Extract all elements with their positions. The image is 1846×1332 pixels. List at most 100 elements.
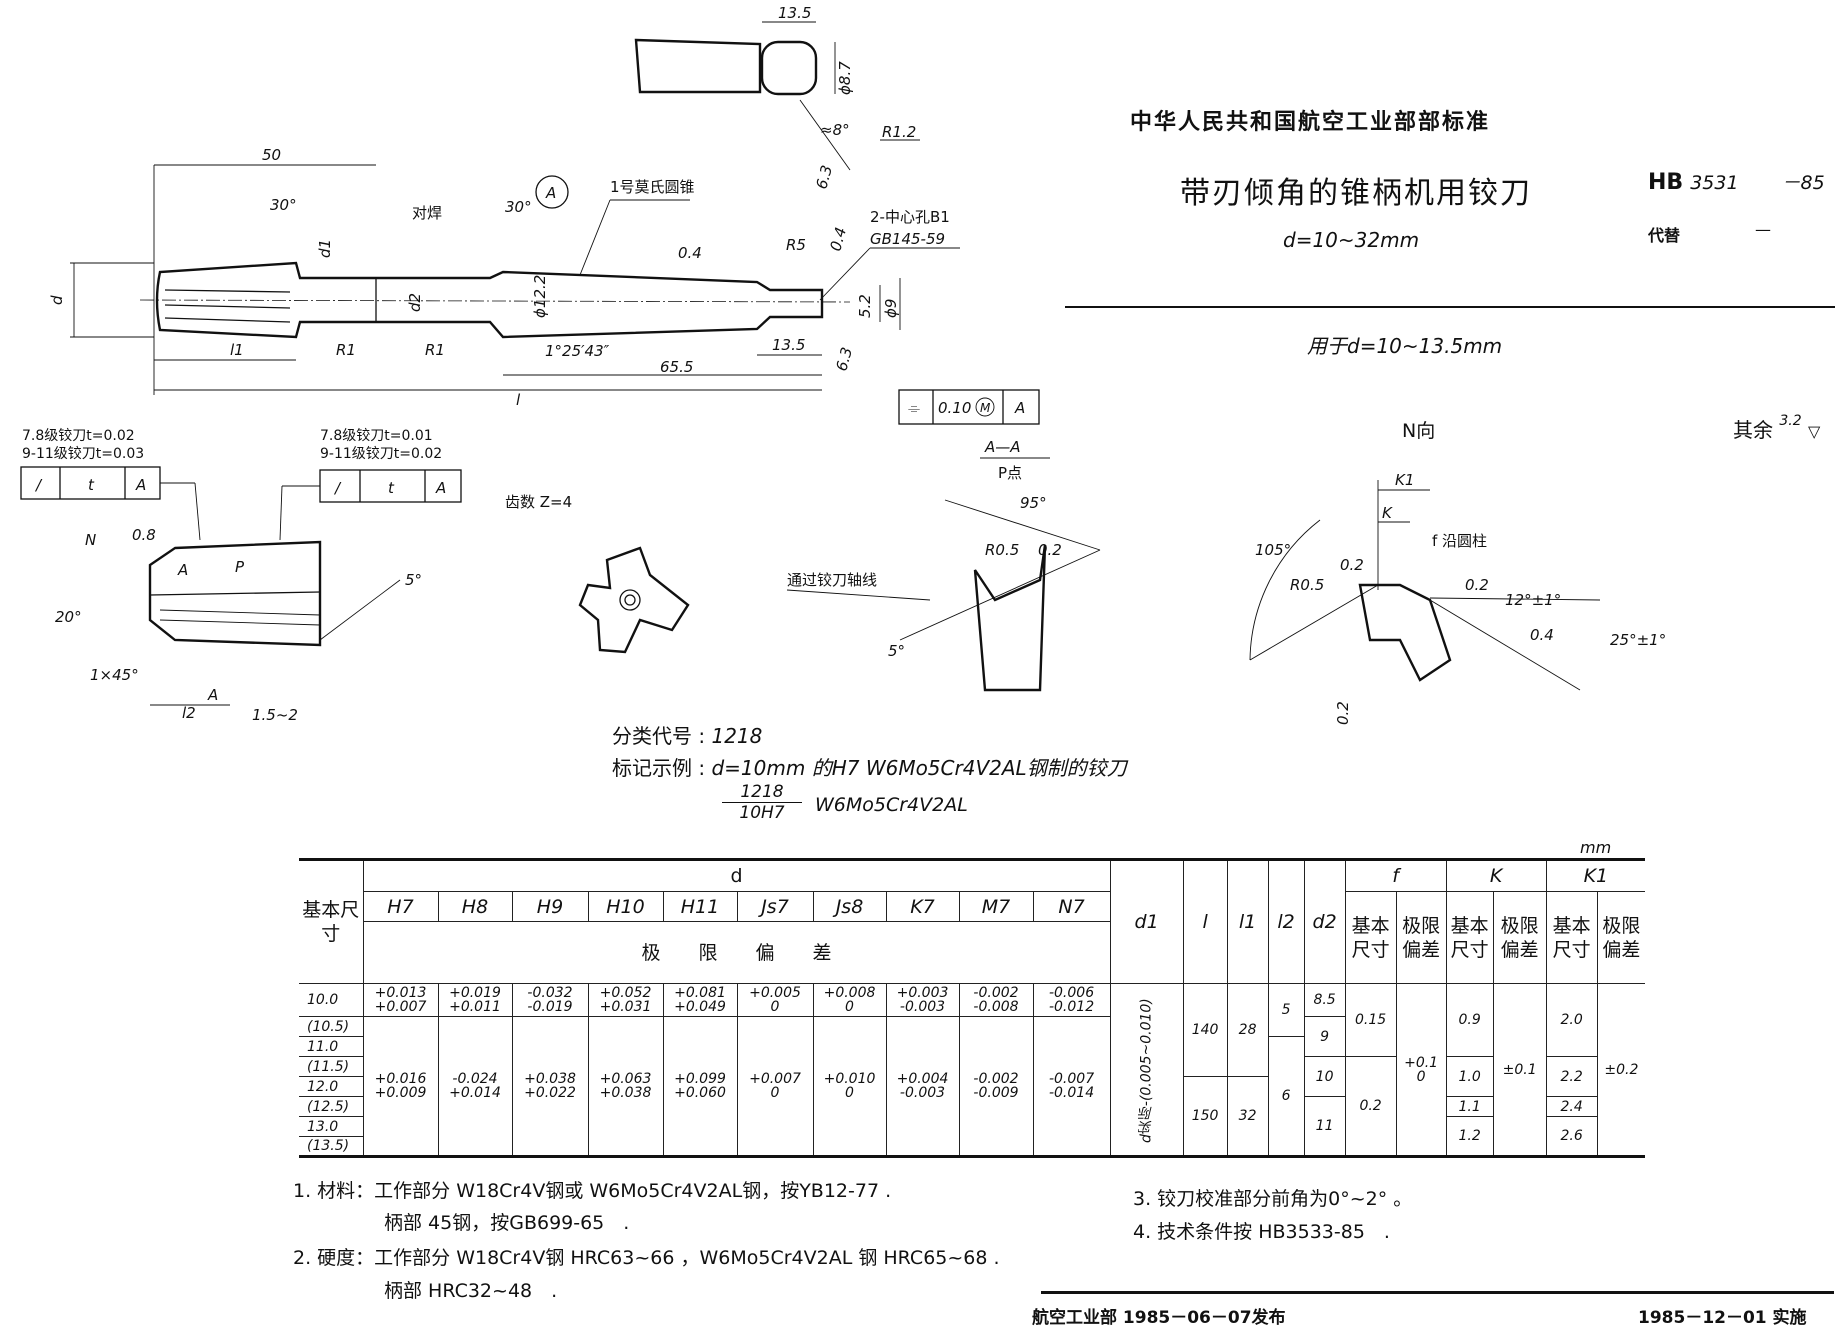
svg-text:A: A [207,686,218,704]
reamer-main-view: 50 30° d1 对焊 30° A 1号莫氏圆锥 2-中心孔B1 GB145-… [48,146,1040,425]
roughness-value: 3.2 [1779,413,1802,429]
deviation-cell: -0.024+0.014 [437,1016,513,1157]
lower-deviation: +0.060 [674,1085,726,1101]
size-range: d=10~32mm [1283,228,1420,252]
replaces-label: 代替 [1648,226,1681,245]
runout-right: 7.8级铰刀t=0.01 9-11级铰刀t=0.02 / t A [279,428,462,541]
deviation-cell: +0.013+0.007 [362,983,439,1017]
code-label: 分类代号 [612,724,692,748]
header-grade: H8 [437,891,513,922]
upper-deviation: +0.016 [374,1071,427,1087]
issue-date: 航空工业部 1985－06－07发布 [1032,1308,1286,1328]
svg-text:对焊: 对焊 [412,204,442,222]
header-d2: d2 [1303,859,1346,984]
position-tolerance-frame: ⌯ 0.10 M A [898,389,1040,425]
k-limit: ±0.1 [1492,983,1547,1157]
table-row: 10.0+0.013+0.007+0.019+0.011-0.032-0.019… [299,983,1646,1157]
upper-deviation: +0.019 [449,985,501,1001]
svg-text:d2: d2 [406,293,424,312]
svg-text:R0.5: R0.5 [985,541,1019,559]
example-denominator: 10H7 [739,803,785,823]
header-l2: l2 [1267,859,1305,984]
lower-deviation: -0.012 [1048,999,1095,1015]
header-f: f [1344,859,1447,892]
svg-text:1×45°: 1×45° [90,666,139,684]
k-basic-value: 1.2 [1445,1116,1494,1157]
roughness-label: 其余 [1733,418,1773,442]
svg-text:6.3: 6.3 [832,345,856,373]
svg-text:9-11级铰刀t=0.02: 9-11级铰刀t=0.02 [320,446,442,462]
standard-year: －85 [1781,172,1825,194]
svg-text:30°: 30° [270,196,297,214]
lower-deviation: -0.003 [899,1085,946,1101]
table-row: (13.5) [299,1136,1645,1157]
header-sub-basic: 基本尺寸 [1545,891,1598,984]
svg-text:通过铰刀轴线: 通过铰刀轴线 [787,571,877,589]
deviation-cell: +0.003-0.003 [885,983,960,1017]
header-l1: l1 [1226,859,1269,984]
example-material: W6Mo5Cr4V2AL [815,794,968,816]
d2-value: 10 [1303,1056,1346,1097]
svg-text:/: / [333,479,342,497]
k1-basic-value: 2.2 [1545,1056,1598,1097]
svg-text:t: t [88,476,95,494]
svg-text:R1: R1 [425,341,445,359]
cross-section-4-teeth: 齿数 Z=4 [505,493,690,654]
lower-deviation: -0.014 [1048,1085,1095,1101]
svg-text:N: N [85,531,96,549]
svg-text:0.4: 0.4 [1530,626,1554,644]
header-d: d [362,859,1111,892]
lower-deviation: +0.049 [674,999,726,1015]
svg-text:0.8: 0.8 [132,526,156,544]
example-text: d=10mm 的H7 W6Mo5Cr4V2AL钢制的铰刀 [711,756,1127,780]
svg-text:0.2: 0.2 [1465,576,1489,594]
note-4: 4. 技术条件按 HB3533-85 . [1133,1221,1390,1243]
svg-text:2-中心孔B1: 2-中心孔B1 [870,208,950,226]
example-label: 标记示例 [612,756,692,780]
lower-deviation: +0.038 [599,1085,652,1101]
svg-text:0.2: 0.2 [1038,541,1062,559]
header-basic-size: 基本尺寸 [299,859,364,984]
svg-text:5°: 5° [405,571,422,589]
k1-limit: ±0.2 [1596,983,1646,1157]
upper-deviation: -0.002 [973,985,1019,1001]
basic-size: (12.5) [299,1096,364,1117]
deviation-cell: -0.007-0.014 [1032,1016,1111,1157]
lower-deviation: 0 [1416,1068,1426,1085]
note-2-cont: 柄部 HRC32~48 . [384,1280,558,1302]
subtitle: 用于d=10~13.5mm [1307,334,1503,358]
svg-text:l: l [516,391,521,409]
code-value: 1218 [711,724,763,748]
header-grade: Js8 [812,891,887,922]
header-sub-limit: 极限偏差 [1395,891,1447,984]
note-2: 2. 硬度：工作部分 W18Cr4V钢 HRC63~66 ，W6Mo5Cr4V2… [293,1247,1000,1269]
upper-deviation: +0.005 [749,985,801,1001]
svg-text:0.2: 0.2 [1334,701,1352,725]
k-basic-value: 0.9 [1445,983,1494,1057]
k1-basic-value: 2.4 [1545,1096,1598,1117]
svg-text:A: A [1014,399,1025,417]
upper-deviation: +0.1 [1404,1054,1439,1071]
svg-text:0.10: 0.10 [938,399,971,417]
deviation-cell: +0.038+0.022 [511,1016,589,1157]
upper-deviation: -0.002 [973,1071,1019,1087]
svg-text:R0.5: R0.5 [1290,576,1324,594]
upper-deviation: -0.032 [527,985,573,1001]
upper-deviation: -0.006 [1048,985,1095,1001]
header-grade: N7 [1032,891,1111,922]
basic-size: 13.0 [299,1116,364,1137]
upper-deviation: +0.063 [599,1071,652,1087]
svg-text:9-11级铰刀t=0.03: 9-11级铰刀t=0.03 [22,446,144,462]
f-basic-value: 0.15 [1344,983,1397,1057]
svg-text:5°: 5° [888,642,905,660]
unit-label: mm [1580,838,1612,857]
upper-deviation: +0.007 [749,1071,801,1087]
tip-detail: N 0.8 A P 5° 20° 1×45° A l2 1.5~2 [55,526,422,724]
upper-deviation: -0.024 [452,1071,498,1087]
